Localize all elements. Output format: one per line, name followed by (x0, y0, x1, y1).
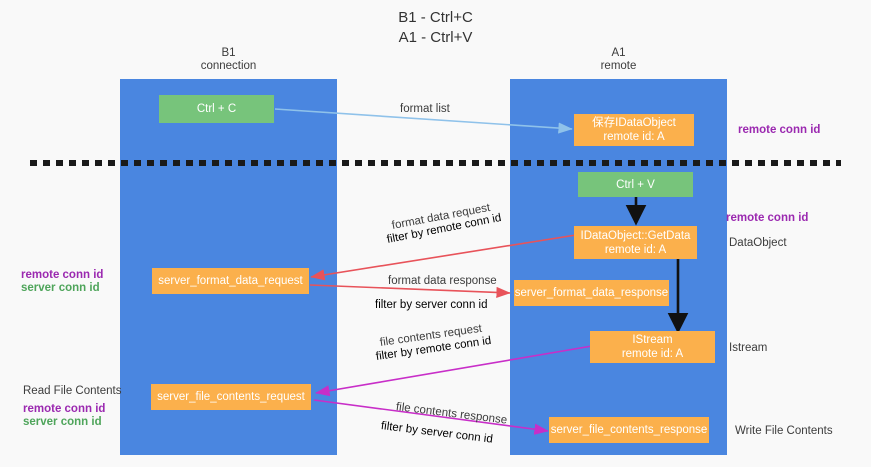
node-save-idataobject-remote-id: remote id: A (603, 131, 665, 143)
node-idataobject-getdata-label: IDataObject::GetData (580, 229, 691, 242)
phase-divider (30, 160, 841, 166)
node-istream-remote-id: remote id: A (621, 348, 684, 360)
node-server-file-contents-request[interactable]: server_file_contents_request (151, 384, 311, 410)
column-header-a1-sub: remote (600, 60, 637, 72)
diagram-title-line-1: B1 - Ctrl+C (398, 9, 473, 26)
annotation-left-server-conn-id-2: server conn id (23, 416, 102, 428)
annotation-remote-conn-id-mid: remote conn id (726, 212, 809, 224)
node-server-format-data-request-label: server_format_data_request (158, 275, 303, 287)
edge-label-format-data-response-filter: filter by server conn id (375, 298, 488, 312)
annotation-istream: Istream (729, 342, 768, 354)
node-ctrl-v-label: Ctrl + V (616, 178, 655, 191)
edge-label-format-data-response: format data response (388, 275, 497, 287)
node-save-idataobject[interactable]: 保存IDataObject remote id: A (574, 114, 694, 146)
filter-key-server-conn-id: server conn id (415, 299, 488, 311)
column-header-b1-sub: connection (200, 60, 257, 72)
node-server-format-data-request[interactable]: server_format_data_request (152, 268, 309, 294)
filter-prefix: filter by (380, 420, 422, 437)
column-header-a1: A1 remote (510, 47, 727, 73)
edge-label-format-list: format list (400, 103, 450, 115)
column-header-a1-name: A1 (611, 47, 626, 59)
node-idataobject-getdata[interactable]: IDataObject::GetData remote id: A (574, 226, 697, 259)
annotation-read-file-contents: Read File Contents (23, 385, 122, 397)
node-server-format-data-response-label: server_format_data_response (514, 287, 669, 299)
column-header-b1: B1 connection (120, 47, 337, 73)
node-server-file-contents-response-label: server_file_contents_response (550, 424, 708, 436)
annotation-left-remote-conn-id-1: remote conn id (21, 269, 104, 281)
node-istream[interactable]: IStream remote id: A (590, 331, 715, 363)
node-save-idataobject-label: 保存IDataObject (592, 117, 676, 129)
node-server-file-contents-response[interactable]: server_file_contents_response (549, 417, 709, 443)
column-header-b1-name: B1 (221, 47, 236, 59)
annotation-left-remote-conn-id-2: remote conn id (23, 403, 106, 415)
node-server-format-data-response[interactable]: server_format_data_response (514, 280, 669, 306)
node-ctrl-c[interactable]: Ctrl + C (159, 95, 274, 123)
node-idataobject-getdata-remote-id: remote id: A (604, 243, 667, 256)
annotation-write-file-contents: Write File Contents (735, 425, 833, 437)
filter-prefix: filter by (375, 299, 416, 311)
filter-prefix: filter by (375, 345, 417, 363)
node-istream-label: IStream (632, 334, 673, 346)
annotation-dataobject: DataObject (729, 237, 787, 249)
diagram-title: B1 - Ctrl+C A1 - Ctrl+V (0, 8, 871, 48)
annotation-left-server-conn-id-1: server conn id (21, 282, 100, 294)
filter-key-server-conn-id: server conn id (420, 424, 494, 446)
diagram-title-line-2: A1 - Ctrl+V (398, 29, 473, 46)
node-ctrl-v[interactable]: Ctrl + V (578, 172, 693, 197)
annotation-remote-conn-id-top: remote conn id (738, 124, 821, 136)
node-server-file-contents-request-label: server_file_contents_request (157, 391, 305, 403)
node-ctrl-c-label: Ctrl + C (196, 103, 237, 115)
